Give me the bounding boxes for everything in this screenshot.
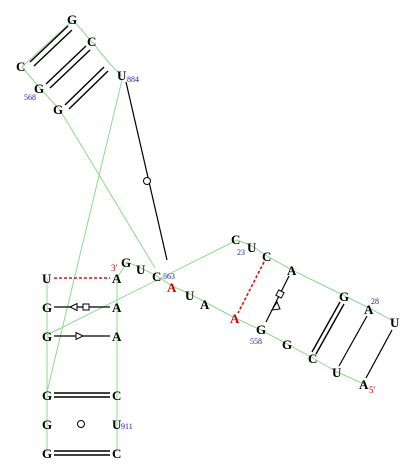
label-911: 911 bbox=[121, 422, 133, 431]
nt-a-right-2: A bbox=[112, 329, 122, 344]
nt-g-right-bottom: G bbox=[282, 337, 292, 352]
nt-g-left-3: G bbox=[42, 388, 52, 403]
nt-g-central: G bbox=[121, 255, 131, 270]
nt-c-right-bottom: C bbox=[308, 351, 317, 366]
backbone-central bbox=[116, 261, 236, 319]
nt-u-right-end: U bbox=[390, 315, 400, 330]
label-5prime: 5' bbox=[369, 385, 376, 395]
nt-a-right-top: A bbox=[287, 263, 297, 278]
nt-a-central: A bbox=[200, 297, 210, 312]
pair-u884-c563-wobble-symbol bbox=[143, 177, 151, 185]
label-884: 884 bbox=[127, 75, 139, 84]
label-3prime: 3' bbox=[111, 263, 118, 273]
pair-u-a5p bbox=[365, 329, 393, 379]
backbone bbox=[21, 19, 396, 452]
nt-g-left-4: G bbox=[42, 417, 52, 432]
nt-g-558: G bbox=[256, 322, 266, 337]
backbone-hairpin-left bbox=[21, 19, 156, 269]
numbering-labels: 568 884 563 23 28 558 911 3' 5' bbox=[24, 75, 379, 431]
pair-g-a-1 bbox=[54, 302, 110, 312]
nt-g-left-1: G bbox=[42, 300, 52, 315]
label-568: 568 bbox=[24, 93, 36, 102]
nt-g-apex: G bbox=[67, 12, 77, 27]
nt-c-563: C bbox=[152, 269, 161, 284]
pair-g-c-bottom bbox=[54, 450, 110, 456]
nt-u-911: U bbox=[112, 417, 122, 432]
nt-g-left-5: G bbox=[42, 446, 52, 461]
pair-c-a-noncanonical bbox=[237, 261, 265, 314]
backbone-cross bbox=[46, 239, 238, 336]
pair-c-g-568 bbox=[45, 45, 91, 89]
nt-a-red-right: A bbox=[230, 311, 240, 326]
pair-a28-u bbox=[338, 315, 368, 367]
nt-g-mid-left: G bbox=[53, 102, 63, 117]
nt-a-red-central: A bbox=[167, 280, 177, 295]
nucleotides: G C C G G U G U C A U A A C U C A G A U … bbox=[16, 12, 400, 461]
backbone-right-bottom bbox=[234, 317, 365, 385]
nt-g-left-2: G bbox=[42, 329, 52, 344]
nt-u-right-top: U bbox=[247, 240, 257, 255]
pair-a-g558 bbox=[265, 275, 290, 323]
pair-g-c-mid bbox=[64, 66, 109, 110]
nt-u-884: U bbox=[117, 68, 127, 83]
nt-a-3prime: A bbox=[112, 271, 122, 286]
pair-g-c-top bbox=[29, 25, 73, 67]
nt-u-central-2: U bbox=[185, 288, 195, 303]
nt-c-23: C bbox=[231, 232, 240, 247]
nt-c-top-left: C bbox=[16, 59, 25, 74]
pair-g-c-left bbox=[54, 392, 110, 398]
label-563: 563 bbox=[163, 272, 175, 281]
nt-c-top-right: C bbox=[87, 34, 96, 49]
pair-g-u911-wobble-symbol bbox=[77, 420, 85, 428]
nt-a-5prime: A bbox=[359, 377, 369, 392]
nt-c-right-top: C bbox=[262, 249, 271, 264]
nt-u-left: U bbox=[42, 271, 52, 286]
nt-c-right-3: C bbox=[112, 388, 121, 403]
backbone-right-top bbox=[236, 239, 396, 323]
nt-u-right-bottom: U bbox=[332, 365, 342, 380]
nt-g-568: G bbox=[34, 81, 44, 96]
nt-a-right-1: A bbox=[112, 300, 122, 315]
label-558: 558 bbox=[250, 337, 262, 346]
pair-g-c-right bbox=[311, 301, 345, 355]
pair-g-a-2 bbox=[54, 331, 110, 341]
nt-u-central: U bbox=[136, 262, 146, 277]
nt-a-28: A bbox=[364, 302, 374, 317]
nt-c-right-5: C bbox=[112, 446, 121, 461]
backbone-long-diagonal bbox=[46, 79, 123, 393]
label-28: 28 bbox=[371, 297, 379, 306]
base-pairs bbox=[29, 25, 393, 456]
label-23: 23 bbox=[237, 248, 245, 257]
backbone-hairpin-right bbox=[72, 19, 123, 77]
pair-u884-c563 bbox=[125, 81, 168, 261]
nt-g-right-top: G bbox=[339, 289, 349, 304]
